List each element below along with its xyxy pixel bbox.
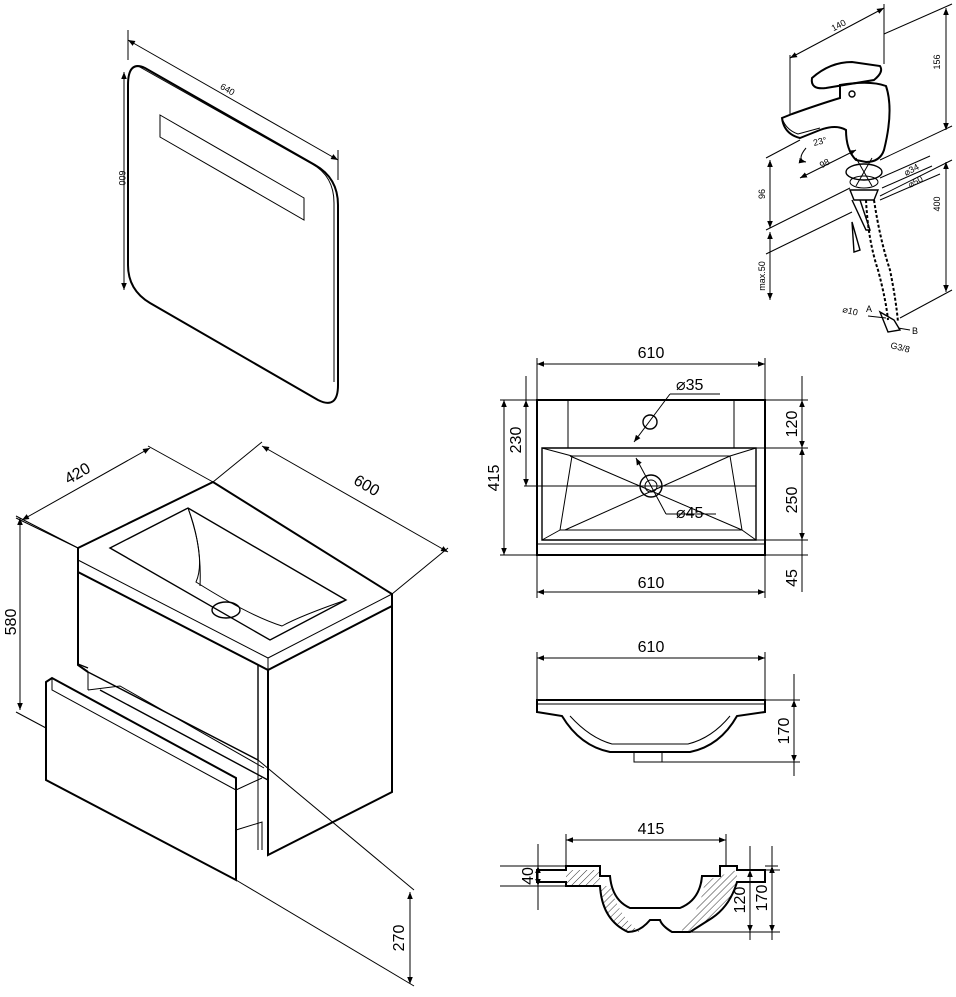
faucet-view: 23° A B ⌀10 G3/8 140 156 98	[757, 3, 953, 355]
basin-front-height-label: 170	[776, 718, 793, 745]
faucet-hose-right	[873, 199, 899, 323]
cabinet-drawer-front	[45, 676, 237, 882]
faucet-body	[780, 81, 891, 164]
faucet-spout-dim	[789, 7, 885, 59]
faucet-thread-label: G3/8	[890, 340, 911, 354]
faucet-hose-left	[865, 199, 889, 321]
mirror-width-dim	[127, 39, 339, 161]
faucet-pin-label: ⌀10	[842, 304, 859, 317]
faucet-indicator	[848, 90, 856, 98]
faucet-base-label: 96	[757, 189, 767, 199]
basin-section-view: 415 40 120 170	[500, 821, 780, 940]
faucet-angle-label: 23°	[812, 135, 828, 148]
basin-top-outline	[536, 399, 766, 556]
faucet-spout-label: 140	[830, 17, 848, 33]
faucet-reach-dim	[799, 149, 857, 179]
cabinet-depth-label: 420	[62, 460, 94, 488]
cabinet-drawer-label: 270	[391, 925, 408, 952]
basin-front-width-label: 610	[638, 639, 665, 656]
cabinet-view: 580 420 600 270	[3, 441, 449, 987]
basin-top-view: ⌀35 ⌀45 610 610 415 230	[486, 345, 808, 598]
basin-section-height-label: 170	[754, 885, 771, 912]
basin-section-rim-label: 40	[520, 867, 537, 885]
faucet-label-b: B	[912, 326, 918, 336]
cabinet-width-dim	[261, 445, 449, 553]
basin-drain-offset-label: 230	[508, 427, 525, 454]
faucet-reach-label: 98	[818, 157, 832, 171]
faucet-lever	[810, 60, 883, 90]
basin-bowl-depth-label: 250	[784, 487, 801, 514]
basin-drain-label: ⌀45	[676, 505, 704, 522]
cabinet-height-label: 580	[3, 609, 20, 636]
faucet-hose-label: 400	[932, 196, 942, 211]
basin-section-hatching	[566, 870, 737, 932]
cabinet-drain-icon	[211, 601, 241, 619]
basin-back-margin-label: 120	[784, 411, 801, 438]
basin-bottom-width-label: 610	[638, 575, 665, 592]
basin-section-width-label: 415	[638, 821, 665, 838]
basin-front-outline	[536, 699, 766, 753]
basin-front-margin-label: 45	[784, 569, 801, 587]
basin-front-view: 610 170	[536, 639, 800, 776]
basin-tap-hole-icon	[642, 414, 658, 430]
cabinet-body	[77, 572, 393, 857]
mirror-width-label: 640	[218, 81, 236, 97]
basin-top-width-label: 610	[638, 345, 665, 362]
cabinet-depth-dim	[21, 447, 151, 521]
cabinet-basin-bowl	[108, 507, 348, 641]
basin-section-inner-label: 120	[732, 887, 749, 914]
basin-depth-label: 415	[486, 465, 503, 492]
cabinet-width-label: 600	[350, 472, 382, 500]
mirror-view: 640 600	[117, 30, 339, 404]
cabinet-countertop	[77, 480, 393, 672]
basin-tap-hole-label: ⌀35	[676, 377, 704, 394]
faucet-height-label: 156	[932, 54, 942, 69]
mirror-light-strip	[159, 114, 305, 221]
mirror-height-label: 600	[117, 170, 127, 185]
faucet-thickness-label: max.50	[757, 261, 767, 291]
faucet-label-a: A	[866, 304, 872, 314]
mirror-panel-edge	[137, 65, 335, 382]
